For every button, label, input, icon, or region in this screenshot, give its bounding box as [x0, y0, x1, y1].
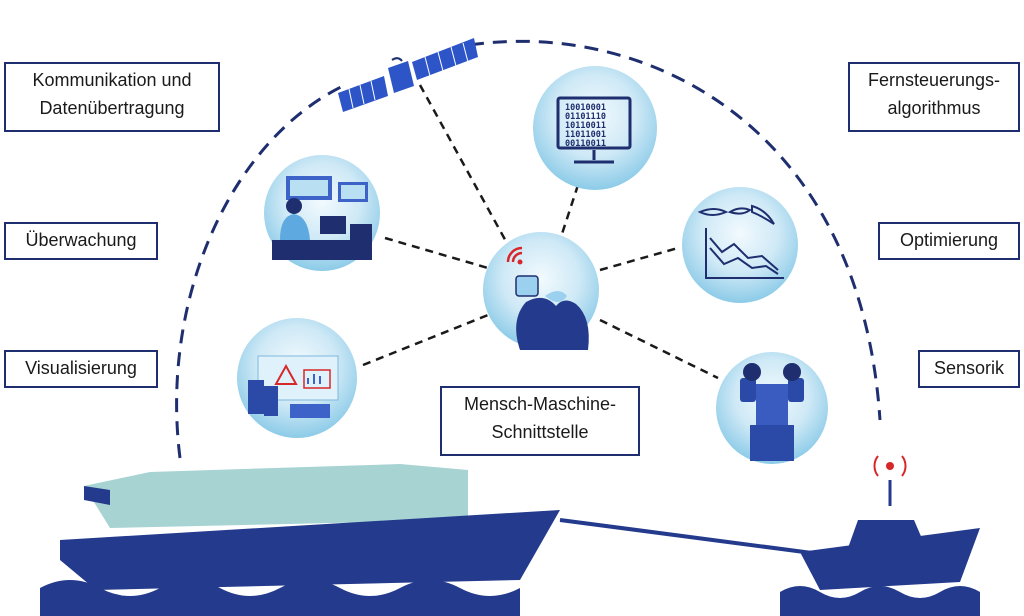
label-communication-line1: Kommunikation und	[32, 70, 192, 90]
satellite-icon	[338, 38, 478, 112]
label-visualization-text: Visualisierung	[25, 358, 137, 378]
label-optimization-text: Optimierung	[899, 230, 999, 250]
label-hmi: Mensch-Maschine- Schnittstelle	[440, 386, 640, 456]
tether-line	[559, 518, 813, 555]
hand-phone-icon	[506, 246, 589, 350]
label-communication: Kommunikation und Datenübertragung	[4, 62, 220, 132]
container-ship-icon	[40, 464, 560, 616]
bridge-circle	[237, 318, 357, 438]
label-sensors: Sensorik	[918, 350, 1020, 388]
hub-connections	[362, 84, 719, 380]
label-sensors-text: Sensorik	[933, 358, 1005, 378]
binary-row: 01101110	[565, 112, 606, 122]
label-optimization: Optimierung	[878, 222, 1020, 260]
sensor-circle	[716, 352, 828, 464]
label-monitoring-text: Überwachung	[25, 230, 137, 250]
label-remote-control-line2: algorithmus	[887, 98, 981, 118]
label-remote-control-line1: Fernsteuerungs-	[867, 70, 1001, 90]
label-monitoring: Überwachung	[4, 222, 158, 260]
binary-row: 10110011	[565, 121, 606, 131]
sensor-camera-icon	[740, 363, 804, 461]
control-room-icon	[272, 176, 372, 260]
label-hmi-line1: Mensch-Maschine-	[463, 394, 617, 414]
remote-vessel-icon	[780, 455, 980, 616]
label-hmi-line2: Schnittstelle	[491, 422, 589, 442]
label-visualization: Visualisierung	[4, 350, 158, 388]
binary-row: 10010001	[565, 103, 606, 113]
label-remote-control: Fernsteuerungs- algorithmus	[848, 62, 1020, 132]
optimization-chart-icon	[697, 204, 784, 279]
binary-row: 00110011	[565, 139, 606, 149]
binary-row: 11011001	[565, 130, 606, 140]
binary-monitor-circle: 10010001 01101110 10110011 11011001 0011…	[533, 66, 657, 190]
binary-monitor-icon: 10010001 01101110 10110011 11011001 0011…	[556, 96, 632, 164]
control-room-circle	[264, 155, 380, 271]
communication-arc	[175, 39, 882, 459]
ship-bridge-icon	[248, 355, 339, 418]
hmi-hub-circle	[483, 232, 599, 350]
label-communication-line2: Datenübertragung	[39, 98, 185, 118]
optimization-circle	[682, 187, 798, 303]
